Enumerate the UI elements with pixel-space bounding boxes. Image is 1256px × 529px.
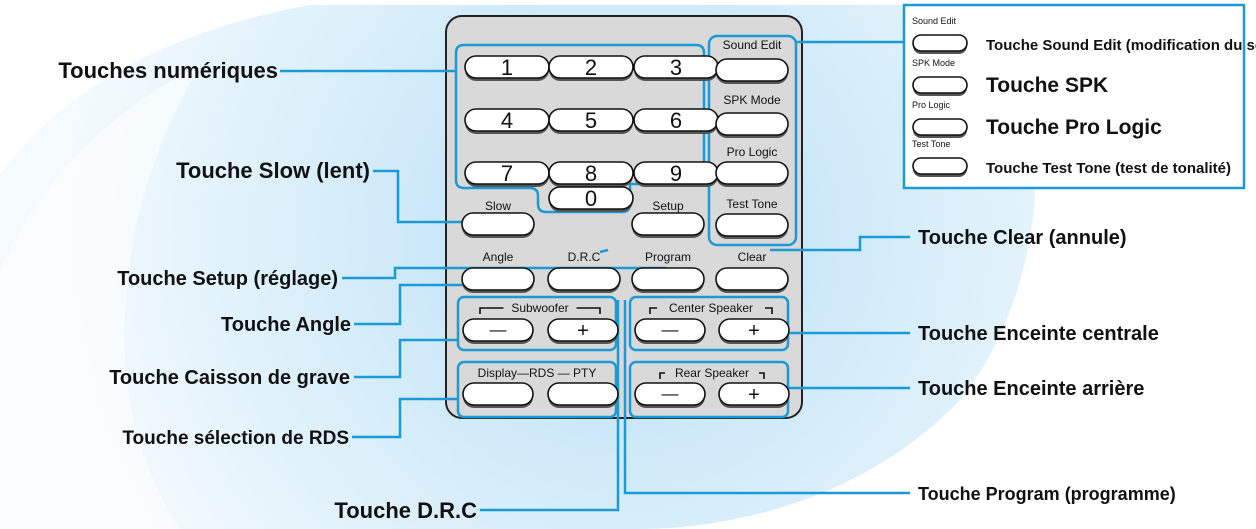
spk-mode-key[interactable]: SPK Mode bbox=[715, 93, 789, 138]
label-rds-keys: Touche sélection de RDS bbox=[122, 428, 349, 449]
legend-label: Touche Sound Edit (modification du son) bbox=[986, 37, 1256, 54]
slow-key-label: Slow bbox=[485, 199, 511, 213]
svg-text:+: + bbox=[577, 320, 589, 342]
svg-text:5: 5 bbox=[585, 108, 597, 133]
label-program-key: Touche Program (programme) bbox=[918, 484, 1176, 504]
svg-text:0: 0 bbox=[585, 186, 597, 211]
drc-key[interactable]: D.R.C bbox=[547, 250, 621, 293]
clear-key[interactable]: Clear bbox=[715, 250, 789, 293]
program-key[interactable]: Program bbox=[631, 250, 705, 293]
legend-label: Touche Test Tone (test de tonalité) bbox=[986, 160, 1231, 177]
rear-speaker-keys[interactable]: — + Rear Speaker bbox=[634, 365, 790, 408]
angle-key-label: Angle bbox=[483, 250, 514, 264]
setup-key[interactable]: Setup bbox=[631, 199, 705, 238]
label-center-keys: Touche Enceinte centrale bbox=[918, 323, 1159, 345]
label-clear-key: Touche Clear (annule) bbox=[918, 227, 1127, 249]
svg-text:—: — bbox=[662, 320, 679, 339]
slow-key[interactable]: Slow bbox=[461, 199, 535, 238]
digit-key-6[interactable]: 6 bbox=[633, 108, 719, 134]
digit-key-2[interactable]: 2 bbox=[548, 55, 634, 81]
digit-key-5[interactable]: 5 bbox=[548, 108, 634, 134]
legend-label: Touche Pro Logic bbox=[986, 116, 1162, 139]
rds-label: Display—RDS — PTY bbox=[478, 366, 597, 380]
svg-text:+: + bbox=[748, 320, 760, 342]
svg-text:+: + bbox=[748, 384, 760, 406]
legend-label: Touche SPK bbox=[986, 74, 1108, 97]
drc-key-label: D.R.C bbox=[568, 250, 601, 264]
digit-key-4[interactable]: 4 bbox=[464, 108, 550, 134]
pro-logic-key[interactable]: Pro Logic bbox=[715, 145, 789, 187]
sound-edit-key-label: Sound Edit bbox=[723, 38, 782, 52]
label-slow-key: Touche Slow (lent) bbox=[176, 158, 370, 183]
svg-text:2: 2 bbox=[585, 55, 597, 80]
digit-key-9[interactable]: 9 bbox=[633, 161, 719, 187]
setup-key-label: Setup bbox=[652, 199, 684, 213]
background-shadow-band bbox=[0, 65, 200, 529]
label-rear-keys: Touche Enceinte arrière bbox=[918, 378, 1144, 400]
svg-text:8: 8 bbox=[585, 161, 597, 186]
svg-text:4: 4 bbox=[501, 108, 513, 133]
center-speaker-keys[interactable]: — + Center Speaker bbox=[634, 300, 790, 344]
svg-text:7: 7 bbox=[501, 161, 513, 186]
svg-text:—: — bbox=[490, 320, 507, 339]
clear-key-label: Clear bbox=[738, 250, 767, 264]
svg-text:1: 1 bbox=[501, 55, 513, 80]
svg-text:—: — bbox=[662, 384, 679, 403]
label-numeric-keys: Touches numériques bbox=[58, 58, 278, 83]
legend-key-caption: Sound Edit bbox=[912, 16, 957, 26]
digit-key-1[interactable]: 1 bbox=[464, 55, 550, 81]
legend-key-caption: Pro Logic bbox=[912, 100, 951, 110]
svg-text:3: 3 bbox=[670, 55, 682, 80]
digit-key-0[interactable]: 0 bbox=[548, 186, 634, 212]
test-tone-key-label: Test Tone bbox=[726, 197, 777, 211]
svg-text:6: 6 bbox=[670, 108, 682, 133]
sound-edit-key[interactable]: Sound Edit bbox=[715, 38, 789, 84]
rear-speaker-label: Rear Speaker bbox=[675, 366, 749, 380]
legend-key-caption: SPK Mode bbox=[912, 58, 955, 68]
legend-key-caption: Test Tone bbox=[912, 139, 950, 149]
subwoofer-label: Subwoofer bbox=[511, 301, 568, 315]
digit-key-8[interactable]: 8 bbox=[548, 161, 634, 187]
rds-keys[interactable]: Display—RDS — PTY bbox=[462, 366, 619, 408]
center-speaker-label: Center Speaker bbox=[669, 301, 753, 315]
test-tone-key[interactable]: Test Tone bbox=[715, 197, 789, 239]
label-setup-key: Touche Setup (réglage) bbox=[117, 268, 338, 290]
digit-key-3[interactable]: 3 bbox=[633, 55, 719, 81]
pro-logic-key-label: Pro Logic bbox=[727, 145, 778, 159]
svg-text:9: 9 bbox=[670, 161, 682, 186]
digit-key-7[interactable]: 7 bbox=[464, 161, 550, 187]
label-drc-key: Touche D.R.C bbox=[334, 498, 477, 523]
program-key-label: Program bbox=[645, 250, 691, 264]
callout-lines bbox=[280, 40, 910, 512]
label-subwoofer-keys: Touche Caisson de grave bbox=[109, 367, 350, 389]
angle-key[interactable]: Angle bbox=[461, 250, 535, 293]
subwoofer-keys[interactable]: — + Subwoofer bbox=[462, 300, 619, 344]
spk-mode-key-label: SPK Mode bbox=[723, 93, 781, 107]
label-angle-key: Touche Angle bbox=[221, 314, 351, 336]
